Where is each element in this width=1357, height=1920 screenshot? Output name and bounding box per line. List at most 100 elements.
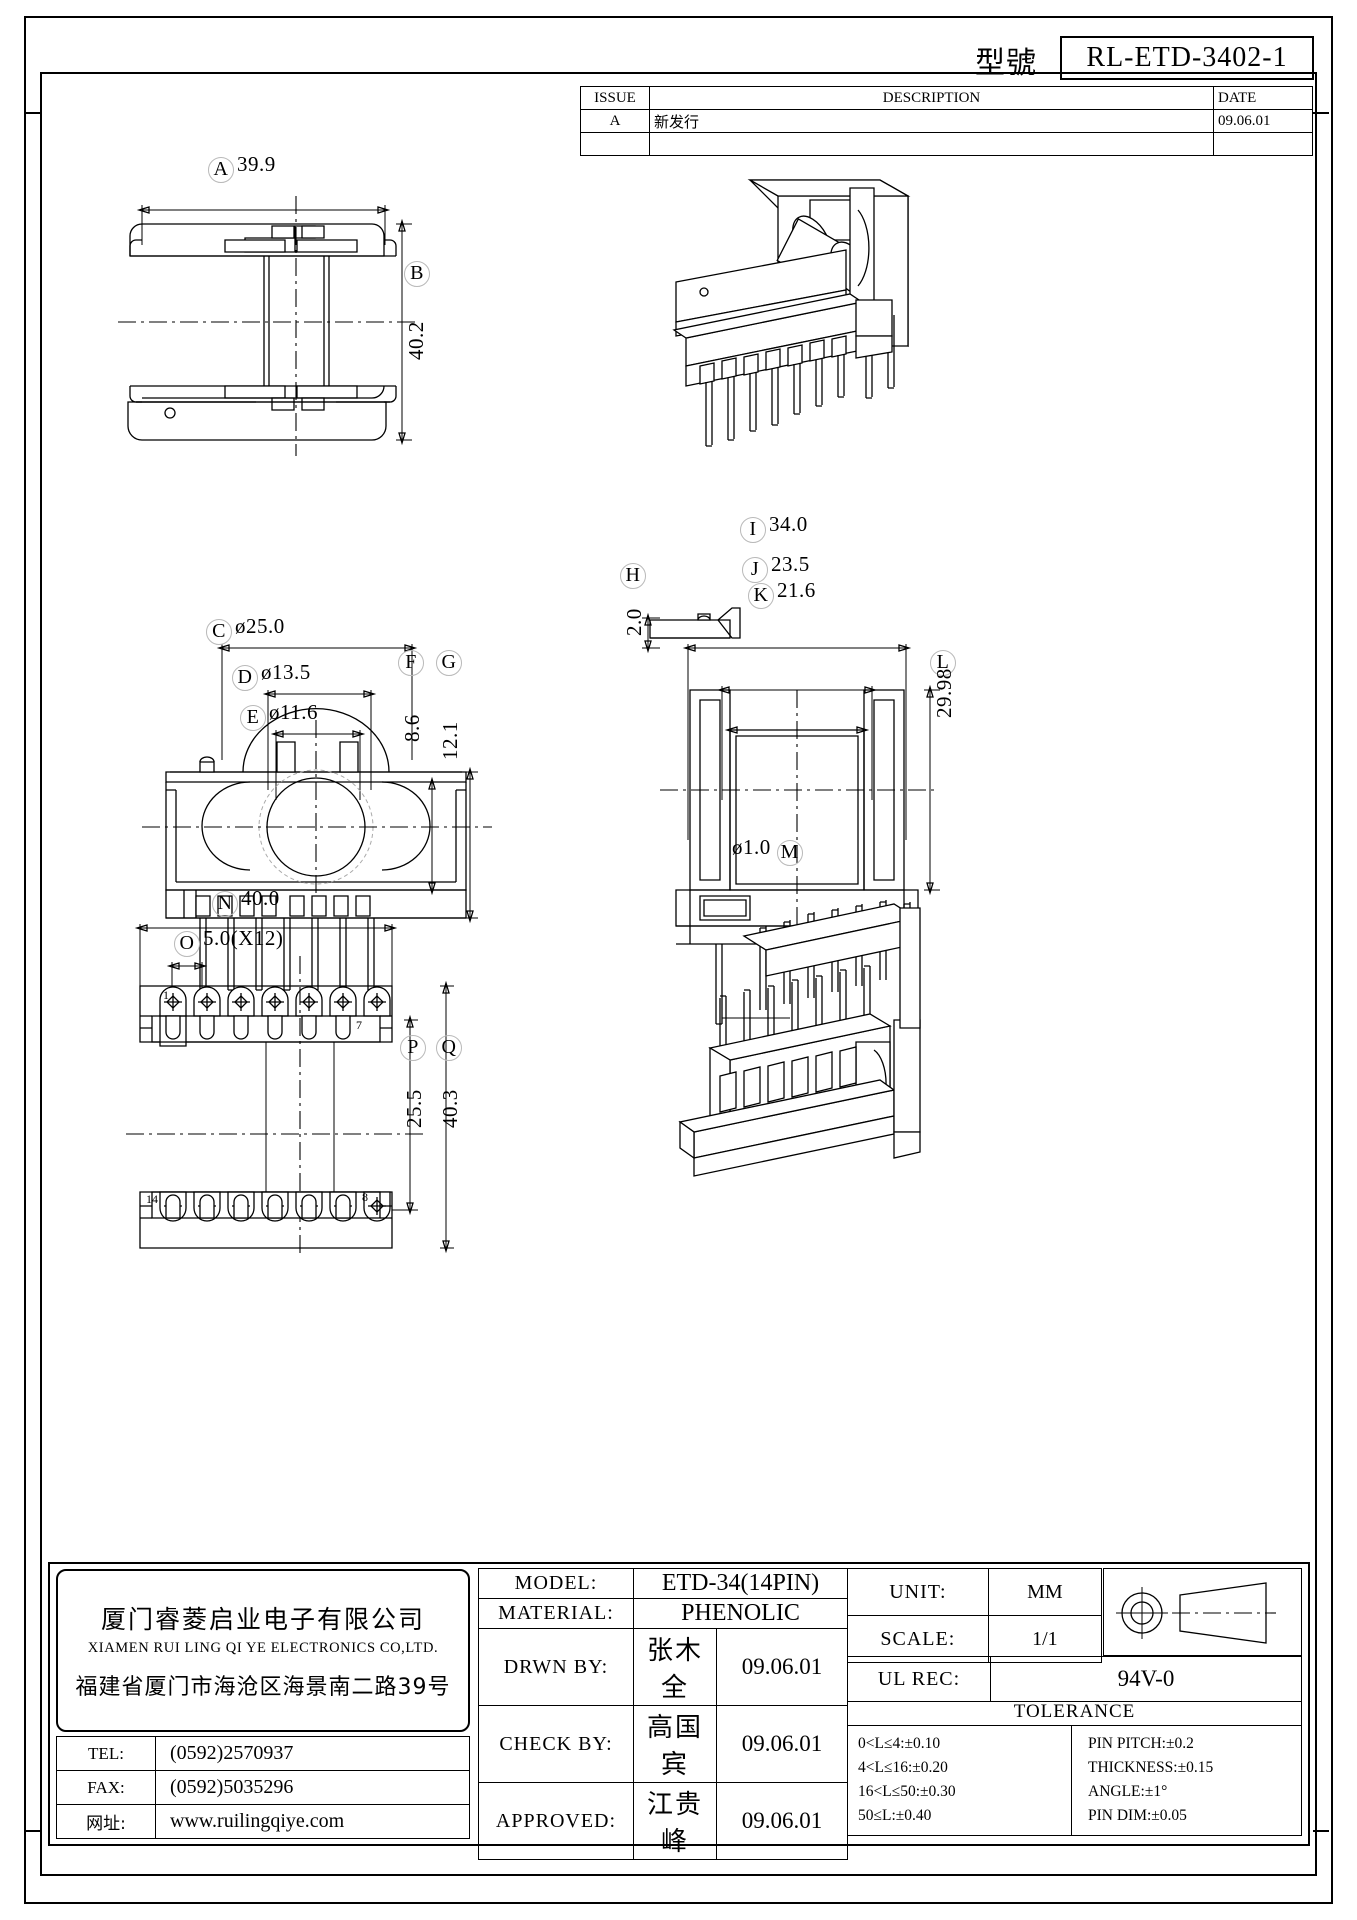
spec-date-check-by: 09.06.01 [716, 1705, 848, 1783]
dimension-B-label: B [404, 256, 433, 287]
spec-value-approved: 江贵峰 [633, 1782, 717, 1860]
revision-description [649, 132, 1214, 156]
table-row: MODEL: ETD-34(14PIN) [478, 1568, 848, 1599]
revision-table: ISSUE DESCRIPTION DATE A 新发行 09.06.01 [580, 86, 1313, 156]
unit-scale-table: UNIT: MM SCALE: 1/1 [847, 1568, 1103, 1663]
tolerance-item: 50≤L:±0.40 [858, 1807, 932, 1824]
corner-tick-tr-h [1313, 112, 1329, 114]
tolerance-body: 0<L≤4:±0.10 4<L≤16:±0.20 16<L≤50:±0.30 5… [847, 1726, 1302, 1836]
balloon-B: B [404, 260, 430, 287]
dimension-P-label: P [400, 1030, 429, 1061]
tolerance-item: 4<L≤16:±0.20 [858, 1759, 948, 1776]
tolerance-item: ANGLE:±1° [1088, 1783, 1168, 1800]
contact-label-website: 网址: [56, 1804, 156, 1839]
table-row: SCALE: 1/1 [847, 1615, 1103, 1663]
first-angle-projection-symbol-icon [1115, 1582, 1276, 1644]
dimension-J-value: 23.5 [771, 552, 810, 576]
dimension-M-value: ø1.0 [732, 835, 771, 859]
contact-value-website[interactable]: www.ruilingqiye.com [155, 1804, 470, 1839]
balloon-F: F [398, 649, 424, 676]
balloon-K: K [748, 582, 774, 609]
spec-date-approved: 09.06.01 [716, 1782, 848, 1860]
tolerance-right-column: PIN PITCH:±0.2 THICKNESS:±0.15 ANGLE:±1°… [1071, 1726, 1301, 1835]
table-row [580, 132, 1313, 156]
dimension-O-value: 5.0(X12) [203, 926, 284, 950]
table-row: UL REC: 94V-0 [847, 1656, 1302, 1702]
company-info-box: 厦门睿菱启业电子有限公司 XIAMEN RUI LING QI YE ELECT… [56, 1569, 470, 1732]
table-row: TEL: (0592)2570937 [56, 1736, 470, 1771]
tolerance-item: 0<L≤4:±0.10 [858, 1735, 941, 1752]
balloon-D: D [232, 664, 258, 691]
spec-label-material: MATERIAL: [478, 1598, 634, 1629]
ul-rec-value: 94V-0 [990, 1656, 1302, 1702]
spec-label-approved: APPROVED: [478, 1782, 634, 1860]
tolerance-item: PIN DIM:±0.05 [1088, 1807, 1187, 1824]
revision-date [1213, 132, 1313, 156]
pin-number-bottom-left: 14 [146, 1192, 158, 1206]
balloon-O: O [174, 930, 200, 957]
dimension-K-value: 21.6 [777, 578, 816, 602]
table-row: UNIT: MM [847, 1568, 1103, 1616]
right-spec-block: UNIT: MM SCALE: 1/1 U [847, 1568, 1302, 1840]
dimension-Q-label: Q [436, 1030, 465, 1061]
corner-tick-tl-h [24, 112, 40, 114]
dimension-I-value: 34.0 [769, 512, 808, 536]
spec-label-check-by: CHECK BY: [478, 1705, 634, 1783]
table-row: DRWN BY: 张木全 09.06.01 [478, 1628, 848, 1706]
spec-date-drwn-by: 09.06.01 [716, 1628, 848, 1706]
dimension-E-value: ø11.6 [269, 700, 318, 724]
tolerance-item: 16<L≤50:±0.30 [858, 1783, 956, 1800]
ul-rec-label: UL REC: [847, 1656, 991, 1702]
table-row: MATERIAL: PHENOLIC [478, 1598, 848, 1629]
dimension-A-value: 39.9 [237, 152, 276, 176]
dimension-D-value: ø13.5 [261, 660, 311, 684]
pin-number-bottom-right: 8 [362, 1190, 368, 1204]
spec-table: MODEL: ETD-34(14PIN) MATERIAL: PHENOLIC … [478, 1568, 848, 1860]
dimension-F-label: F [398, 645, 427, 676]
tolerance-title: TOLERANCE [847, 1698, 1302, 1726]
tolerance-left-column: 0<L≤4:±0.10 4<L≤16:±0.20 16<L≤50:±0.30 5… [848, 1726, 1071, 1835]
contact-label-tel: TEL: [56, 1736, 156, 1771]
unit-label: UNIT: [847, 1568, 989, 1616]
projection-symbol-cell [1103, 1568, 1302, 1656]
corner-tick-bl-h [24, 1830, 40, 1832]
title-block: 厦门睿菱启业电子有限公司 XIAMEN RUI LING QI YE ELECT… [48, 1562, 1310, 1860]
spec-value-model: ETD-34(14PIN) [633, 1568, 848, 1599]
balloon-E: E [240, 704, 266, 731]
spec-label-model: MODEL: [478, 1568, 634, 1599]
inner-border [40, 72, 1317, 1876]
scale-value: 1/1 [987, 1615, 1103, 1663]
pin-number-top-right: 7 [356, 1018, 362, 1032]
outer-border [24, 16, 1333, 1904]
model-label-cjk: 型號 [975, 46, 1037, 81]
balloon-A: A [208, 156, 234, 183]
tolerance-item: THICKNESS:±0.15 [1088, 1759, 1214, 1776]
balloon-G: G [436, 649, 462, 676]
dimension-H-label: H [620, 558, 649, 589]
balloon-P: P [400, 1034, 426, 1061]
model-number-box: RL-ETD-3402-1 [1060, 36, 1314, 80]
balloon-I: I [740, 516, 766, 543]
ul-rec-table: UL REC: 94V-0 [847, 1656, 1302, 1702]
dimension-C-value: ø25.0 [235, 614, 285, 638]
balloon-C: C [206, 618, 232, 645]
balloon-N: N [212, 890, 238, 917]
balloon-Q: Q [436, 1034, 462, 1061]
contact-table: TEL: (0592)2570937 FAX: (0592)5035296 网址… [56, 1736, 470, 1839]
table-row: CHECK BY: 高国宾 09.06.01 [478, 1705, 848, 1783]
unit-value: MM [987, 1568, 1103, 1616]
revision-header-row: ISSUE DESCRIPTION DATE [580, 86, 1313, 110]
